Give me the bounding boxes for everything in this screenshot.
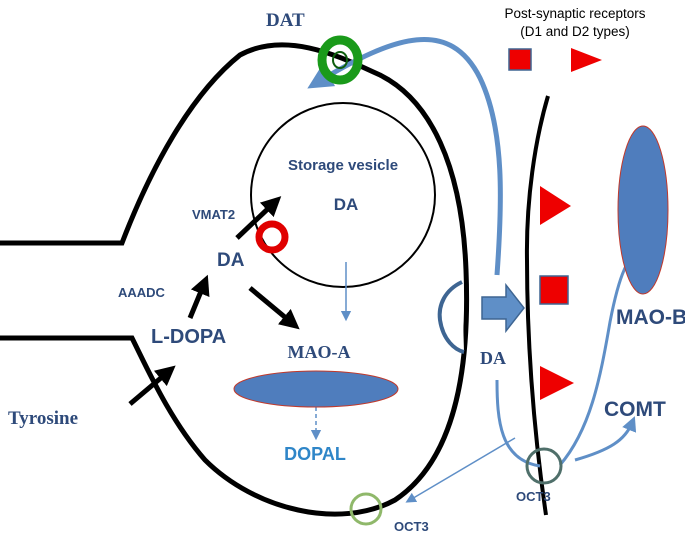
post-receptors-label-line1: Post-synaptic receptors	[504, 6, 645, 21]
tyrosine-label: Tyrosine	[8, 408, 78, 429]
da-to-maoa-arrow	[248, 286, 300, 330]
receptor-d2-top	[540, 186, 571, 225]
oct3-to-presynaptic-arrow	[405, 437, 516, 503]
mao-b-label: MAO-B	[616, 306, 685, 329]
legend-d1-receptor-square	[508, 48, 532, 71]
vmat2-label: VMAT2	[192, 207, 235, 222]
release-pore	[437, 280, 465, 354]
mao-a-enzyme	[233, 370, 399, 408]
postsynaptic-membrane	[524, 95, 550, 516]
storage-vesicle	[250, 102, 436, 288]
legend-d2-receptor-triangle	[571, 48, 602, 72]
oct3-presynaptic-label: OCT3	[394, 519, 429, 534]
vesicle-da-label: DA	[334, 195, 359, 214]
oct3-to-comt-arrow	[574, 416, 637, 462]
oct3-presynaptic	[349, 492, 383, 526]
aaadc-label: AAADC	[118, 285, 166, 300]
oct3-postsynaptic	[525, 447, 563, 485]
dopal-label: DOPAL	[284, 444, 346, 464]
dat-reuptake-arrow	[307, 37, 503, 276]
dat-transporter-core	[332, 51, 348, 69]
mao-b-enzyme	[617, 125, 669, 295]
l-dopa-label: L-DOPA	[151, 326, 226, 348]
ldopa-to-da-arrow	[187, 274, 210, 319]
da-to-vesicle-arrow	[235, 196, 282, 240]
oct3-postsynaptic-label: OCT3	[516, 489, 551, 504]
tyrosine-to-ldopa-arrow	[128, 365, 176, 406]
da-release-arrow	[481, 282, 525, 334]
dat-label: DAT	[266, 10, 305, 31]
presynaptic-membrane	[0, 42, 470, 517]
mao-a-label: MAO-A	[288, 342, 351, 362]
receptor-d1-middle	[539, 275, 569, 305]
vmat2-transporter	[255, 220, 289, 254]
comt-label: COMT	[604, 398, 666, 421]
cleft-da-label: DA	[480, 348, 506, 368]
cytosol-da-label: DA	[217, 250, 245, 271]
post-receptors-label-line2: (D1 and D2 types)	[520, 24, 630, 39]
receptor-d2-bottom	[540, 366, 574, 400]
storage-vesicle-label: Storage vesicle	[288, 157, 398, 174]
dat-transporter	[317, 35, 363, 85]
